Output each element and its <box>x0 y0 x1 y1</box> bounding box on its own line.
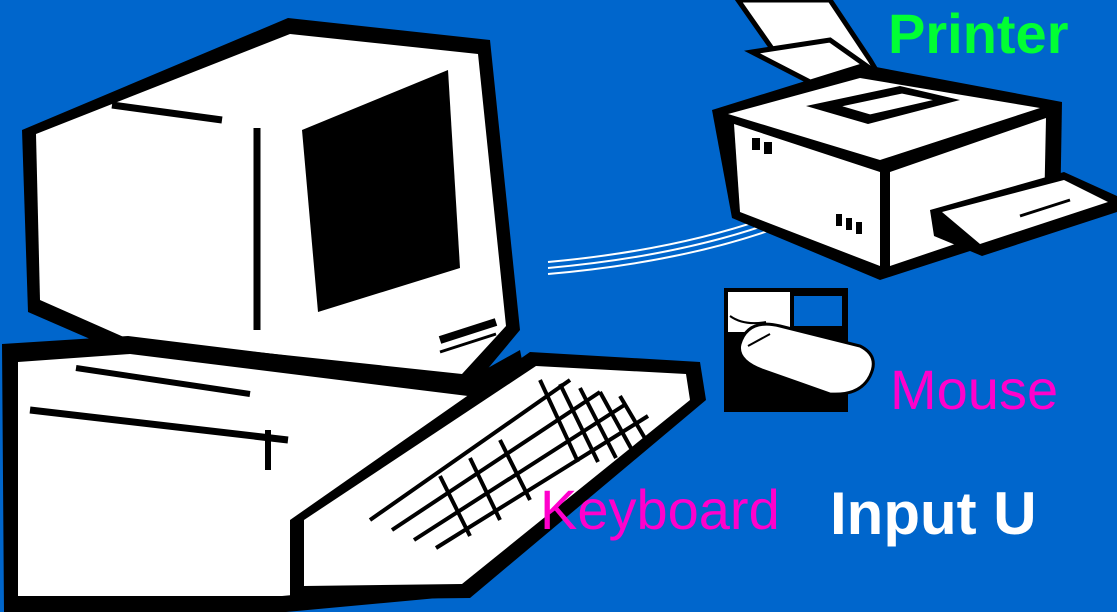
keyboard-label: Keyboard <box>540 482 780 538</box>
caption-text: Input U <box>830 484 1037 544</box>
printer-label: Printer <box>888 6 1069 62</box>
mouse-icon <box>724 288 873 412</box>
mouse-label: Mouse <box>890 362 1058 418</box>
